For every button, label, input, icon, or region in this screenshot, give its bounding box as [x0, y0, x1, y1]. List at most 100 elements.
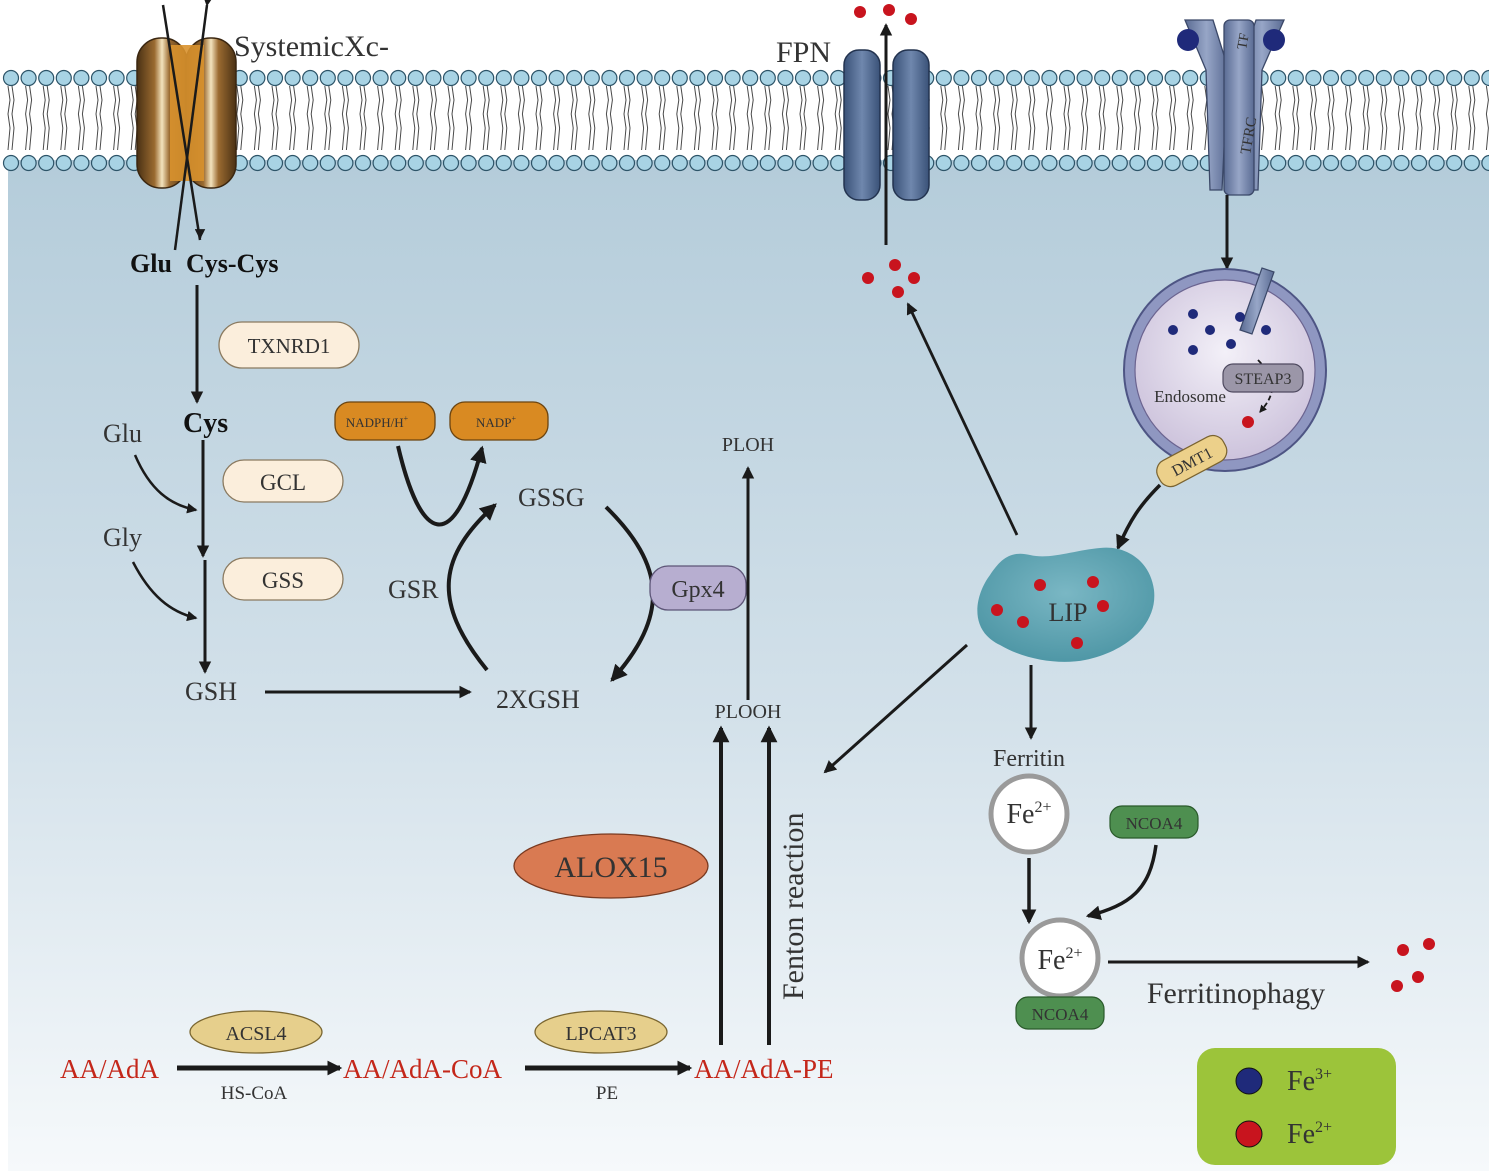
lipid-tail [1274, 85, 1282, 151]
lipid-head [1375, 69, 1392, 87]
lipid-head [759, 69, 776, 87]
lipid-tail [553, 85, 561, 151]
lipid-head [495, 69, 512, 87]
lipid-tail [253, 85, 261, 151]
glu-label: Glu [103, 419, 142, 448]
acsl4-enzyme: ACSL4 [189, 1010, 323, 1054]
lipid-head [2, 69, 20, 87]
lipid-tail [1186, 85, 1194, 151]
nadph-oxidation-arrow [396, 445, 487, 527]
lipid-tail [1151, 85, 1159, 151]
lipid-head [1410, 69, 1428, 87]
lipid-head [1164, 154, 1181, 172]
lipid-head [372, 69, 389, 87]
lipid-head [1146, 69, 1164, 87]
legend-fe2-label: Fe [1287, 1119, 1315, 1150]
lipid-head [654, 69, 671, 87]
lipid-head [1481, 69, 1489, 87]
lipid-tail [429, 85, 437, 151]
lipid-tail [289, 85, 297, 151]
lipid-tail [1433, 85, 1441, 151]
lipid-head [1287, 154, 1304, 172]
aa-ada-coa-label: AA/AdA-CoA [343, 1054, 502, 1084]
ferritin-ncoa4-complex: Fe2+ NCOA4 [1015, 917, 1105, 1030]
lipid-head [73, 154, 90, 172]
lipid-tail [324, 85, 332, 151]
ploh-label: PLOH [722, 434, 774, 456]
ferritin-fe2: Fe2+ [988, 773, 1070, 855]
lipid-tail [271, 85, 279, 151]
cystine-in-arrow [161, 4, 202, 241]
lipid-head [249, 154, 266, 172]
systemic-xc-label: SystemicXc- [234, 30, 389, 63]
lipid-tail [764, 85, 772, 151]
lipid-head [460, 69, 477, 87]
lipid-tail [588, 85, 596, 151]
lipid-tail [1309, 85, 1317, 151]
gpx4-label: Gpx4 [671, 577, 724, 603]
lipid-head [759, 154, 776, 172]
lipid-tail [623, 85, 631, 151]
lipid-head [583, 154, 600, 172]
lipid-head [513, 154, 530, 172]
lipid-head [1428, 69, 1445, 87]
lipid-head [601, 69, 618, 87]
lipid-head [1358, 154, 1375, 172]
lipid-tail [1010, 85, 1018, 151]
tf-label: TF [1235, 32, 1253, 51]
lipid-head [284, 69, 301, 87]
lipid-tail [447, 85, 455, 151]
lipid-head [1111, 154, 1128, 172]
lipid-head [1463, 69, 1480, 87]
alox15-label: ALOX15 [554, 851, 667, 884]
ferritinophagy-label: Ferritinophagy [1147, 977, 1325, 1010]
gsr-label: GSR [388, 575, 439, 604]
lipid-head [407, 154, 424, 172]
lipid-head [1270, 69, 1287, 87]
lipid-tail [77, 85, 85, 151]
lipid-head [566, 154, 583, 172]
aa-ada-pe-label: AA/AdA-PE [694, 1054, 834, 1084]
lipid-head [1182, 154, 1199, 172]
legend-fe3-label: Fe [1287, 1066, 1315, 1097]
lipid-head [636, 154, 653, 172]
lipid-head [1129, 69, 1146, 87]
lipid-head [1164, 69, 1181, 87]
gcl-enzyme: GCL [222, 459, 344, 503]
complex-fe-sup: 2+ [1065, 945, 1082, 962]
glu-out-label: Glu [130, 249, 172, 278]
lipid-tail [729, 85, 737, 151]
lipid-tail [957, 85, 965, 151]
lipid-head [337, 154, 354, 172]
lipid-head [20, 154, 37, 172]
lipid-head [266, 69, 284, 87]
steap3-protein: STEAP3 [1222, 363, 1304, 393]
lipid-head [1023, 154, 1040, 172]
lip-to-export-arrow [906, 302, 1019, 536]
aa-ada-label: AA/AdA [60, 1054, 159, 1084]
lipid-tail [975, 85, 983, 151]
lipid-head [1129, 154, 1146, 172]
lipid-head [583, 69, 600, 87]
lipid-head [90, 154, 108, 172]
lipid-tail [394, 85, 402, 151]
lipid-tail [517, 85, 525, 151]
lipid-tail [658, 85, 666, 151]
tfrc-label: TFRC [1238, 116, 1260, 156]
lipid-head [742, 154, 759, 172]
lipid-head [1305, 154, 1322, 172]
lipid-head [1270, 154, 1287, 172]
lipid-head [953, 69, 970, 87]
lipid-head [689, 69, 706, 87]
gpx4-enzyme: Gpx4 [649, 565, 747, 611]
lipid-tail [113, 85, 121, 151]
lipid-head [970, 69, 988, 87]
lipid-head [566, 69, 583, 87]
lipid-head [777, 69, 794, 87]
lipid-tail [535, 85, 543, 151]
lipid-head [1322, 69, 1340, 87]
lipid-tail [1169, 85, 1177, 151]
lipid-tail [42, 85, 50, 151]
lipid-head [1094, 69, 1111, 87]
lipid-head [55, 154, 72, 172]
